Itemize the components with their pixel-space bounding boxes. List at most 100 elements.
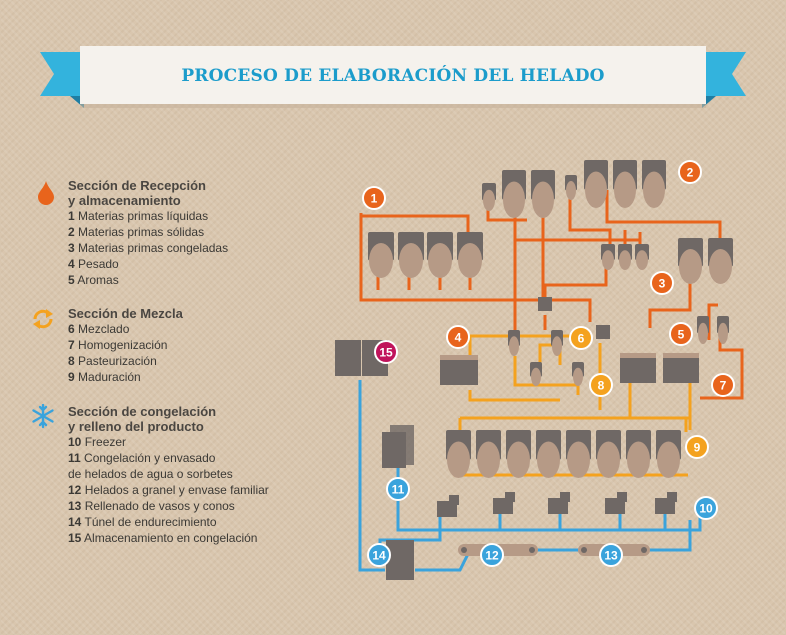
pipe [358, 380, 385, 572]
step-marker-12: 12 [480, 543, 504, 567]
legend-item: 15 Almacenamiento en congelación [68, 531, 258, 545]
weigh-tank [530, 362, 542, 386]
step-marker-9: 9 [685, 435, 709, 459]
cycle-arrows-icon [33, 309, 53, 329]
step-number: 12 [485, 549, 499, 563]
legend-title-line: Sección de Recepción [68, 178, 206, 193]
legend-item: 13 Rellenado de vasos y conos [68, 499, 235, 513]
legend-title-line: y relleno del producto [68, 419, 204, 434]
pipe [513, 356, 578, 387]
filling-station [437, 495, 459, 517]
step-marker-3: 3 [650, 271, 674, 295]
pipe [648, 265, 692, 328]
maturation-tank [566, 430, 591, 479]
maturation-tank [656, 430, 681, 479]
solid-tank [642, 160, 666, 208]
pipe [361, 214, 470, 236]
legend-item: 9 Maduración [68, 370, 141, 384]
liquid-tank [457, 232, 483, 278]
pipe [359, 213, 592, 322]
maturation-tank [476, 430, 501, 479]
weigh-tank [551, 330, 563, 356]
frozen-tank [601, 244, 615, 270]
liquid-tank [368, 232, 394, 278]
maturation-tank [536, 430, 561, 479]
step-number: 10 [699, 502, 713, 516]
step-number: 3 [659, 277, 666, 291]
hardening-tunnel [386, 540, 414, 580]
pipe [543, 268, 608, 303]
step-marker-11: 11 [386, 477, 410, 501]
mixer-box [440, 355, 478, 385]
step-marker-1: 1 [362, 186, 386, 210]
filling-station [605, 492, 627, 514]
pipe [568, 188, 612, 245]
filling-station [493, 492, 515, 514]
solid-tank [502, 170, 526, 218]
frozen-tank [635, 244, 649, 270]
frozen-tank [708, 238, 733, 284]
legend-item: 11 Congelación y envasado [68, 451, 216, 465]
legend-item: 5 Aromas [68, 273, 119, 287]
frozen-tank [678, 238, 703, 284]
legend-item: 12 Helados a granel y envase familiar [68, 483, 269, 497]
step-marker-10: 10 [694, 496, 718, 520]
legend-item: 6 Mezclado [68, 322, 130, 336]
step-number: 14 [372, 549, 386, 563]
small-tank [482, 183, 496, 211]
legend-item: de helados de agua o sorbetes [68, 467, 233, 481]
legend-title-line: Sección de congelación [68, 404, 217, 419]
legend-title-line: y almacenamiento [68, 193, 181, 208]
frozen-tank [618, 244, 632, 270]
valve-box [538, 297, 552, 311]
freezer-box [382, 432, 406, 468]
step-marker-5: 5 [669, 322, 693, 346]
legend-item: 4 Pesado [68, 257, 119, 271]
maturation-tank [596, 430, 621, 479]
step-number: 8 [598, 379, 605, 393]
step-number: 5 [678, 328, 685, 342]
weigh-tank [508, 330, 520, 356]
solid-tank [584, 160, 608, 208]
legend-item: 3 Materias primas congeladas [68, 241, 229, 255]
maturation-tank [626, 430, 651, 479]
pipe [707, 303, 718, 340]
step-marker-8: 8 [589, 373, 613, 397]
legend-freezing: Sección de congelación y relleno del pro… [30, 404, 269, 546]
filling-station [548, 492, 570, 514]
page-title: PROCESO DE ELABORACIÓN DEL HELADO [181, 66, 605, 86]
legend-item: 8 Pasteurización [68, 354, 157, 368]
step-marker-14: 14 [367, 543, 391, 567]
pipe [640, 520, 692, 552]
legend-mixing: Sección de Mezcla 6 Mezclado 7 Homogeniz… [30, 306, 183, 385]
pasteurizer-box [663, 353, 699, 383]
liquid-tank [427, 232, 453, 278]
aroma-tank [697, 316, 709, 344]
drop-icon [38, 181, 54, 205]
maturation-tank [446, 430, 471, 479]
snowflake-icon [32, 404, 54, 429]
step-number: 15 [379, 346, 393, 360]
step-marker-2: 2 [678, 160, 702, 184]
aroma-tank [717, 316, 729, 344]
machines [335, 160, 733, 580]
step-marker-15: 15 [374, 340, 398, 364]
step-number: 9 [694, 441, 701, 455]
step-number: 2 [687, 166, 694, 180]
step-number: 1 [371, 192, 378, 206]
small-tank [565, 175, 577, 200]
legend-reception: Sección de Recepción y almacenamiento 1 … [30, 178, 228, 288]
liquid-tank [398, 232, 424, 278]
legend-item: 1 Materias primas líquidas [68, 209, 209, 223]
maturation-tank [506, 430, 531, 479]
step-marker-6: 6 [569, 326, 593, 350]
step-marker-7: 7 [711, 373, 735, 397]
filling-station [655, 492, 677, 514]
pipe [605, 190, 722, 240]
step-number: 6 [578, 332, 585, 346]
step-number: 11 [392, 483, 405, 497]
weigh-tank [572, 362, 584, 386]
homogenizer-box [620, 353, 656, 383]
legend-title-line: Sección de Mezcla [68, 306, 183, 321]
step-number: 13 [604, 549, 618, 563]
